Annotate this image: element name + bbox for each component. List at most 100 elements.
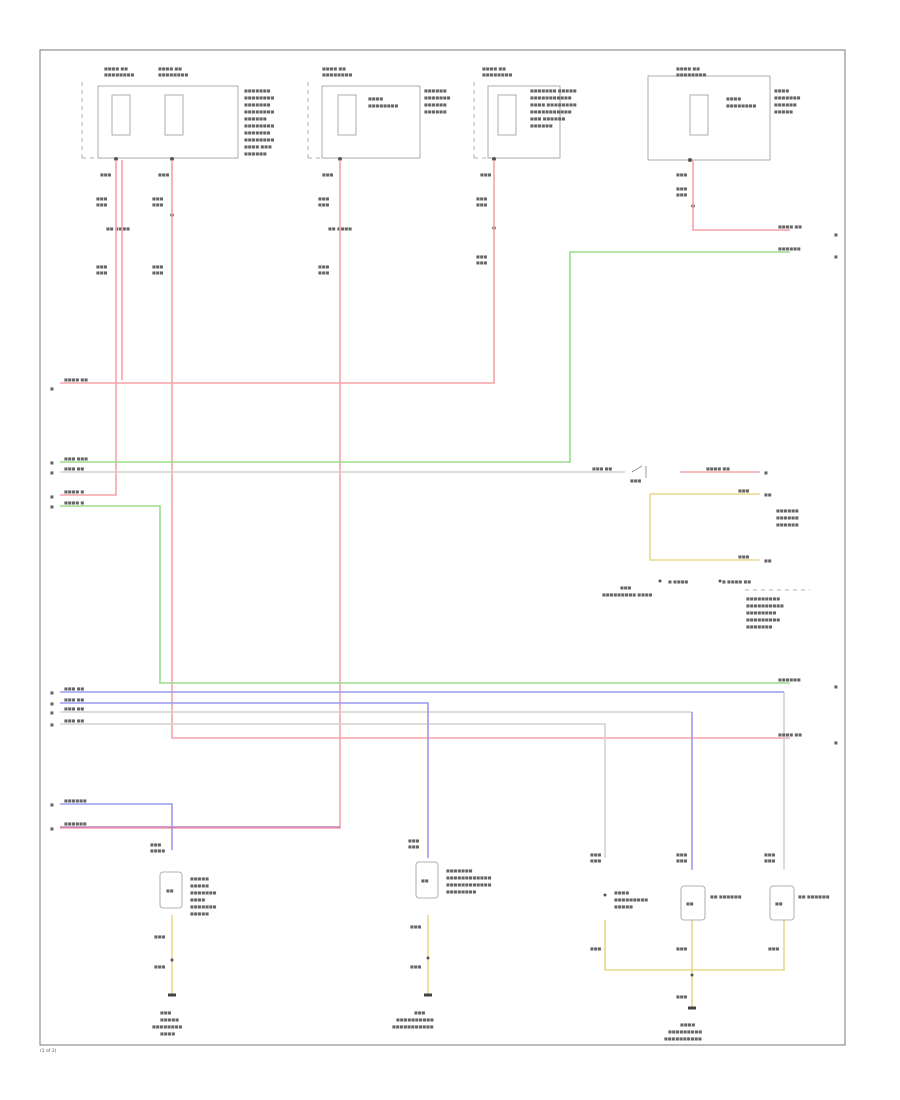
svg-text:■■■: ■■■ [96,196,108,201]
wire-green [60,505,790,684]
svg-text:■■■■■■■■: ■■■■■■■■ [244,95,274,100]
svg-text:■■ ■■■■■■: ■■ ■■■■■■ [710,894,742,899]
svg-text:■■■■■■■■■■: ■■■■■■■■■■ [396,1017,434,1022]
svg-text:■■■ ■■: ■■■ ■■ [64,686,84,691]
svg-text:■■■■■■: ■■■■■■ [244,116,267,121]
svg-text:■■■■■■: ■■■■■■ [64,821,87,826]
svg-text:■■■: ■■■ [768,946,780,951]
svg-text:■■■: ■■■ [410,964,422,969]
svg-text:■■■: ■■■ [154,934,166,939]
svg-text:■■■ ■■■: ■■■ ■■■ [64,456,88,461]
svg-text:■■■: ■■■ [322,172,334,177]
diagram-frame [39,49,846,1046]
sensor-icon [415,861,439,899]
svg-text:■: ■ [834,232,838,237]
svg-text:■■■■ ■: ■■■■ ■ [64,500,84,505]
svg-text:■■■: ■■■ [764,852,776,857]
svg-text:■■■ ■■: ■■■ ■■ [64,697,84,702]
svg-text:■■■: ■■■ [160,1010,172,1015]
svg-text:■■■■■■: ■■■■■■ [778,677,801,682]
wire-red [171,160,790,739]
svg-text:■■■: ■■■ [150,842,162,847]
svg-text:■■■: ■■■ [738,554,750,559]
svg-text:■■■: ■■■ [676,858,688,863]
svg-text:■■■■■■■■: ■■■■■■■■ [446,889,476,894]
svg-text:■■■: ■■■ [630,478,642,483]
svg-text:■: ■ [834,684,838,689]
svg-text:■■■■■■■■: ■■■■■■■■ [244,123,274,128]
right-wire-labels: ■■■■ ■■■ ■■■■■■■ ■■■■■■■ ■■■■ ■■■ [778,224,838,745]
wire-red [60,160,495,384]
svg-text:■■■: ■■■ [410,924,422,929]
svg-text:■■■: ■■■ [476,254,488,259]
svg-text:■■■■■■: ■■■■■■ [776,508,799,513]
svg-text:■: ■ [764,470,768,475]
svg-text:■■■■■■■■: ■■■■■■■■ [152,1024,182,1029]
svg-text:■■■: ■■■ [158,172,170,177]
fuse-icon [164,94,184,136]
svg-text:■■■■■■■■: ■■■■■■■■ [244,137,274,142]
svg-text:■■: ■■ [686,901,694,906]
fuse-box-3: ■■■■ ■■ ■■■■■■■■ ■■■■■■■ ■■■■■ ■■■■■■■■■… [473,66,577,161]
svg-text:■: ■ [50,504,54,509]
svg-text:■■■: ■■■ [476,196,488,201]
sensor-icon [159,871,183,909]
svg-text:■■: ■■ [421,878,429,883]
sensor-middle: ■■■■■■ ■■ ■■■■■■■ ■■■■■■■■■■■■ ■■■■■■■■■… [392,838,492,1029]
svg-text:■■■■■■: ■■■■■■ [776,522,799,527]
svg-text:■■: ■■ [764,558,772,563]
svg-text:■■■: ■■■ [590,858,602,863]
fuse-icon [337,94,357,136]
svg-text:■: ■ [834,254,838,259]
svg-text:■■■■: ■■■■ [774,88,789,93]
wire-blue [60,803,173,850]
sensor-icon [680,885,706,921]
svg-text:■■■■■■■: ■■■■■■■ [446,868,473,873]
svg-text:■■■■■■■■■■■: ■■■■■■■■■■■ [530,95,572,100]
svg-text:■■: ■■ [166,888,174,893]
svg-text:■■■■ ■■: ■■■■ ■■ [104,66,128,71]
svg-text:■■■ ■■: ■■■ ■■ [592,466,612,471]
svg-text:■■■ ■■: ■■■ ■■ [64,718,84,723]
sensor-right-group: ■■■■■■ ■■■■ ■■■■■■■■■ ■■■■■ ■■■ ■■■■■■ ■… [590,852,830,1041]
svg-text:■■■■ ■: ■■■■ ■ [64,489,84,494]
yellow-loop-component: ■■■■■ ■■■■■ ■■■■■■ ■■■■■■ ■■■■■■ [738,488,799,563]
svg-text:■■■■ ■■: ■■■■ ■■ [64,377,88,382]
svg-text:■: ■ [50,710,54,715]
svg-text:■■■■■■■■: ■■■■■■■■ [482,72,512,77]
wire-red [60,160,341,829]
svg-text:■■: ■■ [764,492,772,497]
svg-text:■■■■■■■■: ■■■■■■■■ [104,72,134,77]
svg-text:■■■: ■■■ [676,186,688,191]
svg-text:■■■■ ■■: ■■■■ ■■ [676,66,700,71]
svg-text:■■■: ■■■ [154,964,166,969]
wire-red [692,160,790,231]
wire-green [60,251,790,463]
svg-text:■■■■■■■: ■■■■■■■ [244,102,271,107]
svg-text:■■■ ■■■■■■: ■■■ ■■■■■■ [530,116,566,121]
svg-text:■: ■ [50,826,54,831]
svg-text:■■■■■■: ■■■■■■ [778,246,801,251]
svg-text:■ ■■■■: ■ ■■■■ [668,579,688,584]
svg-text:■■■: ■■■ [96,202,108,207]
sensor-icon [769,885,795,921]
svg-text:■■■■ ■■■: ■■■■ ■■■ [244,144,272,149]
svg-text:■■■■■■■■: ■■■■■■■■ [368,103,398,108]
svg-text:■■ ■■■■■■: ■■ ■■■■■■ [798,894,830,899]
svg-text:■■■: ■■■ [676,852,688,857]
svg-text:■■■: ■■■ [152,264,164,269]
svg-text:■■■■■: ■■■■■ [614,904,633,909]
svg-text:■■■■■■: ■■■■■■ [424,109,447,114]
wire-red [60,160,117,496]
svg-text:■■■■: ■■■■ [726,96,741,101]
svg-text:■■■: ■■■ [414,1010,426,1015]
svg-text:■■■■■■■: ■■■■■■■ [190,904,217,909]
svg-text:■■■: ■■■ [408,838,420,843]
svg-text:■■■■■■■■■: ■■■■■■■■■ [614,897,648,902]
svg-text:■■■■■: ■■■■■ [190,911,209,916]
svg-text:■■: ■■ [775,901,783,906]
svg-text:■■■: ■■■ [476,260,488,265]
svg-text:■■■■■■■■: ■■■■■■■■ [676,72,706,77]
svg-text:■: ■ [50,802,54,807]
